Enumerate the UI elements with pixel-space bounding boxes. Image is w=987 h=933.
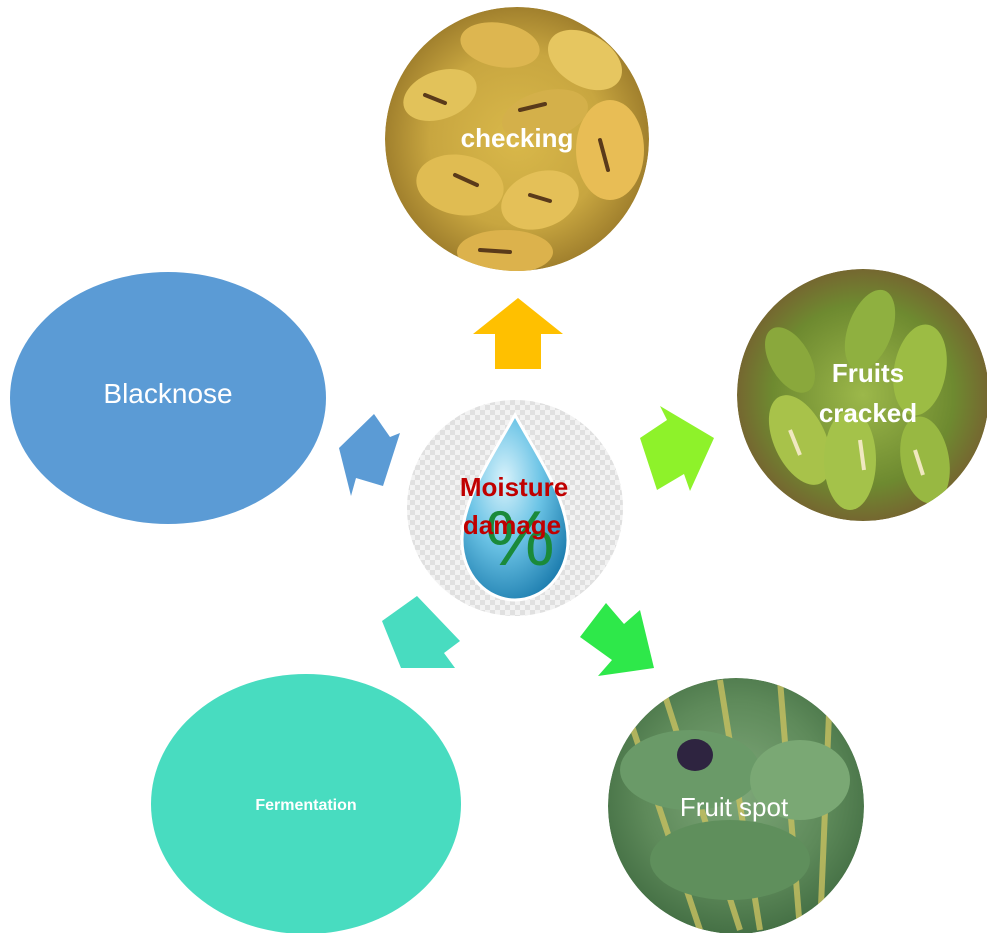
- center-title-line1: Moisture: [460, 472, 568, 502]
- arrow-down-right-icon: [580, 603, 654, 676]
- arrow-right-icon: [640, 406, 714, 491]
- fruits-cracked-label-line1: Fruits: [832, 358, 904, 388]
- center-title-line2: damage: [463, 510, 561, 540]
- fruit-spot-label: Fruit spot: [680, 792, 789, 822]
- arrow-up-icon: [473, 298, 563, 369]
- fruit-spot-photo: [608, 678, 864, 933]
- fruit-spot-node: Fruit spot: [608, 678, 864, 933]
- percent-symbol: %: [485, 494, 554, 582]
- blacknose-node: Blacknose: [10, 272, 326, 524]
- blacknose-label: Blacknose: [103, 378, 232, 409]
- checking-node: checking: [385, 7, 649, 271]
- blacknose-ellipse: [10, 272, 326, 524]
- fruits-cracked-label-line2: cracked: [819, 398, 917, 428]
- fermentation-ellipse: [151, 674, 461, 933]
- checking-label: checking: [461, 123, 574, 153]
- fermentation-node: Fermentation: [151, 674, 461, 933]
- water-drop-icon: [460, 411, 570, 602]
- checking-photo: [385, 7, 649, 271]
- arrow-left-icon: [339, 414, 400, 496]
- fruits-cracked-node: Fruits cracked: [737, 269, 987, 521]
- fermentation-label: Fermentation: [255, 797, 356, 814]
- fruits-cracked-photo: [737, 269, 987, 521]
- arrow-down-left-icon: [382, 596, 460, 668]
- center-node: % Moisture damage: [407, 400, 623, 616]
